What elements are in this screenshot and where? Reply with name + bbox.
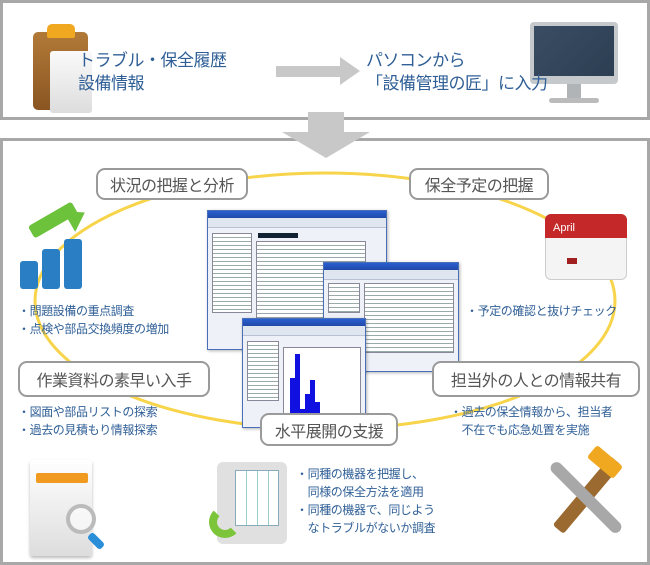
bullet: ・図面や部品リストの探索 (18, 405, 158, 419)
down-arrow-icon (282, 112, 370, 158)
label-schedule: 保全予定の把握 (409, 168, 549, 200)
documents-bullets: ・図面や部品リストの探索 ・過去の見積もり情報探索 (18, 403, 158, 439)
right-arrow-icon (276, 57, 360, 85)
bullet: ・予定の確認と抜けチェック (466, 304, 617, 318)
source-text-line1: トラブル・保全履歴 (78, 51, 227, 71)
bullet: ・同種の機器を把握し、 (296, 467, 424, 481)
bullet: 同様の保全方法を適用 (296, 485, 424, 499)
label-sharing: 担当外の人との情報共有 (432, 361, 640, 397)
bullet: ・過去の見積もり情報探索 (18, 423, 158, 437)
bullet: なトラブルがないか調査 (296, 521, 436, 535)
bar-chart-growth-icon (18, 201, 103, 295)
target-text: パソコンから 「設備管理の匠」に入力 (366, 50, 548, 96)
bullet: ・問題設備の重点調査 (18, 304, 135, 318)
analysis-bullets: ・問題設備の重点調査 ・点検や部品交換頻度の増加 (18, 302, 169, 338)
spreadsheet-transfer-icon (205, 460, 290, 550)
label-horizontal: 水平展開の支援 (260, 413, 398, 446)
sharing-bullets: ・過去の保全情報から、担当者 不在でも応急処置を実施 (450, 403, 613, 439)
bullet: ・過去の保全情報から、担当者 (450, 405, 613, 419)
clipboard-icon (30, 14, 115, 124)
label-documents: 作業資料の素早い入手 (18, 361, 210, 397)
horizontal-bullets: ・同種の機器を把握し、 同様の保全方法を適用 ・同種の機器で、同じよう なトラブ… (296, 465, 436, 537)
monitor-icon (527, 20, 622, 130)
schedule-bullets: ・予定の確認と抜けチェック (466, 302, 617, 320)
source-text-line2: 設備情報 (78, 74, 144, 94)
screenshot-chart-window (242, 318, 366, 428)
bullet: ・同種の機器で、同じよう (296, 503, 435, 517)
bullet: 不在でも応急処置を実施 (450, 423, 590, 437)
bullet: ・点検や部品交換頻度の増加 (18, 322, 169, 336)
target-text-line2: 「設備管理の匠」に入力 (366, 74, 548, 94)
wrench-hammer-icon (540, 444, 635, 550)
calendar-icon: April (545, 208, 630, 288)
label-analysis: 状況の把握と分析 (96, 168, 248, 200)
target-text-line1: パソコンから (366, 51, 465, 71)
calendar-month: April (545, 214, 627, 238)
document-search-icon (28, 460, 113, 560)
source-text: トラブル・保全履歴 設備情報 (78, 50, 227, 96)
